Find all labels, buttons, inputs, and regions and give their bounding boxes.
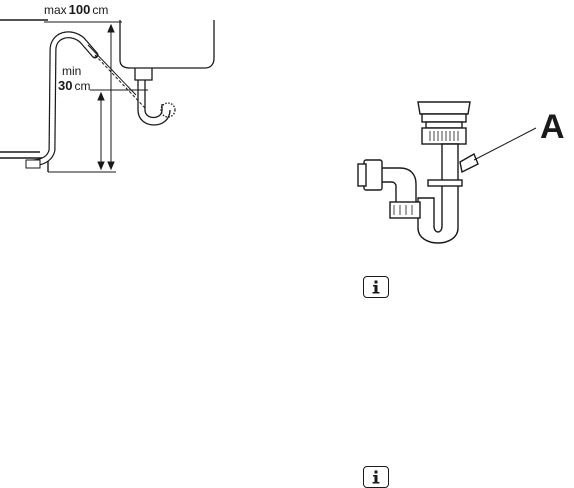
max-value-label: 100 (69, 2, 91, 17)
min-unit-label: cm (74, 79, 90, 93)
guide-line (88, 45, 136, 95)
callout-letter-a: A (540, 108, 565, 146)
callout-line (474, 128, 536, 160)
max-prefix-label: max (44, 3, 67, 17)
drain-hose (26, 35, 95, 168)
dimension-lines (44, 22, 148, 172)
max-unit-label: cm (92, 3, 108, 17)
info-icon (363, 466, 389, 488)
min-prefix-label: min (62, 64, 81, 78)
min-value-label: 30 (58, 78, 72, 93)
appliance-outline (0, 20, 48, 172)
siphon-connection-diagram: A (350, 98, 574, 258)
info-icon (363, 276, 389, 298)
siphon-trap (358, 102, 478, 243)
sink-outline (120, 20, 214, 125)
